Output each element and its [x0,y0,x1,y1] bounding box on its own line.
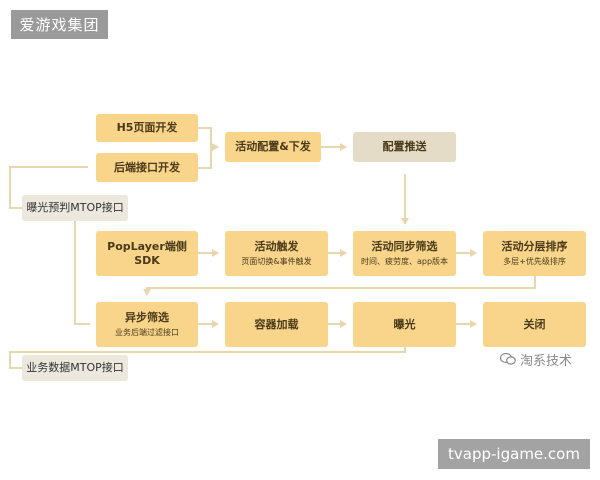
backend-api-dev-label: 后端接口开发 [114,160,180,174]
close-box: 关闭 [483,302,586,347]
activity-sync-filter-detail: 时间、疲劳度、app版本 [360,256,449,266]
exposure-predict-api-box: 曝光预判MTOP接口 [22,195,128,221]
async-filter-box: 异步筛选 业务后端过滤接口 [96,302,198,347]
connector-h5-to-publish [198,127,219,151]
activity-sync-filter-title: 活动同步筛选 [371,240,438,254]
connector-sort-to-async [143,276,536,296]
activity-layered-sort-title: 活动分层排序 [501,240,568,254]
connector-predict-interface [9,166,88,209]
config-push-box: 配置推送 [353,132,456,162]
exposure-label: 曝光 [393,317,416,331]
config-publish-label: 活动配置&下发 [235,140,311,154]
backend-api-dev-box: 后端接口开发 [96,153,198,182]
activity-trigger-box: 活动触发 页面切换&事件触发 [225,231,328,276]
footer-url-label: tvapp-igame.com [438,439,590,469]
poplayer-sdk-box: PopLayer端侧SDK [96,231,198,276]
config-publish-box: 活动配置&下发 [225,132,321,162]
activity-sync-filter-box: 活动同步筛选 时间、疲劳度、app版本 [353,231,456,276]
activity-trigger-detail: 页面切换&事件触发 [241,256,312,266]
h5-page-dev-label: H5页面开发 [116,121,178,135]
biz-data-api-box: 业务数据MTOP接口 [22,355,128,381]
exposure-predict-api-label: 曝光预判MTOP接口 [26,201,124,215]
corner-watermark-label: 爱游戏集团 [11,10,108,39]
activity-trigger-title: 活动触发 [254,240,299,254]
close-label: 关闭 [523,317,546,331]
async-filter-detail: 业务后端过滤接口 [115,327,179,337]
biz-data-api-label: 业务数据MTOP接口 [26,361,124,375]
h5-page-dev-box: H5页面开发 [96,114,198,142]
connector-predict-down [74,221,90,325]
wechat-watermark: 淘系技术 [500,348,572,370]
container-load-label: 容器加载 [254,317,299,331]
container-load-box: 容器加载 [225,302,328,347]
exposure-box: 曝光 [353,302,456,347]
activity-layered-sort-box: 活动分层排序 多层+优先级排序 [483,231,586,276]
config-push-label: 配置推送 [382,140,427,154]
poplayer-sdk-label: PopLayer端侧SDK [107,239,187,267]
connector-backend-to-publish [198,147,212,169]
async-filter-title: 异步筛选 [125,311,169,325]
connector-biz-data [9,347,406,369]
activity-layered-sort-detail: 多层+优先级排序 [503,256,566,266]
wechat-watermark-label: 淘系技术 [520,353,573,369]
wechat-icon [500,352,516,365]
